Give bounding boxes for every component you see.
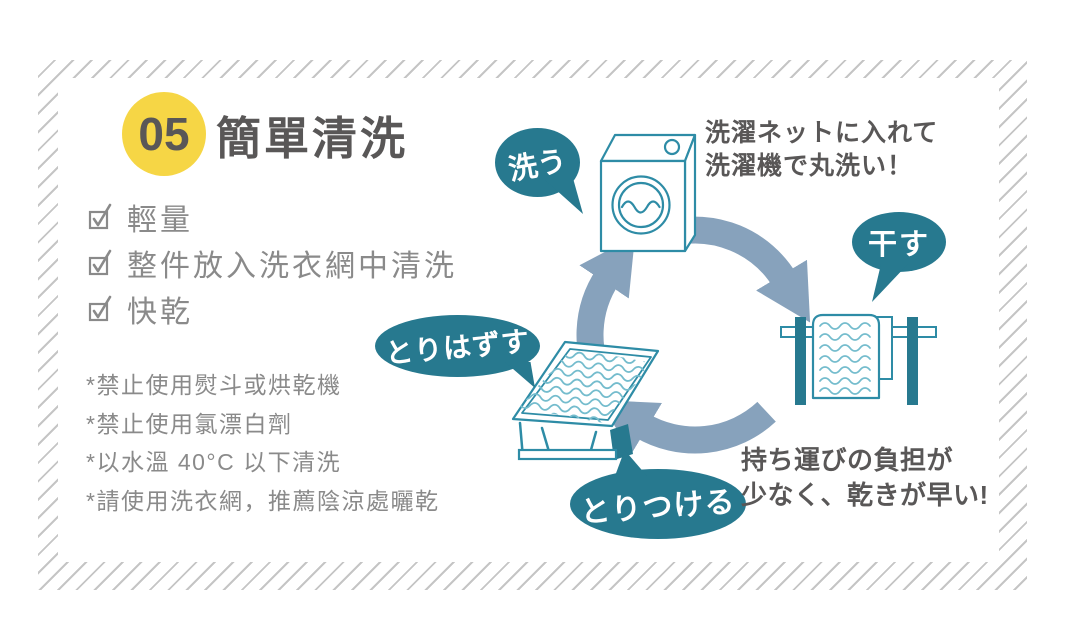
- feature-list: 輕量 整件放入洗衣網中清洗 快乾: [88, 199, 457, 337]
- step-number: 05: [138, 108, 190, 160]
- note-line: *禁止使用氯漂白劑: [86, 410, 293, 437]
- note-line: *請使用洗衣網，推薦陰涼處曬乾: [86, 487, 440, 514]
- caption-wash-line2: 洗濯機で丸洗い！: [705, 152, 914, 180]
- bubble-label: 干す: [867, 229, 930, 261]
- feature-item: 整件放入洗衣網中清洗: [88, 245, 457, 283]
- checkbox-checked-icon: [88, 203, 112, 230]
- feature-item: 快乾: [88, 291, 457, 329]
- bubble-label: とりつける: [579, 485, 737, 530]
- mattress-pad-icon: [511, 340, 660, 461]
- caption-dry-line2: 少なく、乾きが早い!: [741, 480, 989, 510]
- washing-machine-icon: [599, 133, 697, 253]
- care-notes: *禁止使用熨斗或烘乾機 *禁止使用氯漂白劑 *以水溫 40°C 以下清洗 *請使…: [86, 366, 439, 520]
- caption-wash: 洗濯ネットに入れて 洗濯機で丸洗い！: [705, 117, 938, 183]
- checkbox-checked-icon: [88, 295, 112, 322]
- feature-label: 快乾: [127, 295, 193, 329]
- feature-label: 整件放入洗衣網中清洗: [127, 249, 457, 283]
- page-title: 簡單清洗: [216, 113, 409, 164]
- note-line: *禁止使用熨斗或烘乾機: [86, 372, 342, 398]
- drying-rack-icon: [780, 313, 937, 405]
- speech-bubble-dry: 干す: [852, 212, 946, 272]
- caption-wash-line1: 洗濯ネットに入れて: [705, 119, 939, 147]
- feature-item: 輕量: [88, 199, 457, 237]
- checkbox-checked-icon: [88, 249, 112, 276]
- caption-dry: 持ち運びの負担が 少なく、乾きが早い!: [741, 443, 989, 513]
- speech-bubble-attach: とりつける: [570, 469, 746, 539]
- feature-label: 輕量: [127, 203, 193, 237]
- caption-dry-line1: 持ち運びの負担が: [741, 445, 954, 475]
- step-number-badge: 05: [122, 92, 206, 176]
- note-line: *以水溫 40°C 以下清洗: [86, 449, 342, 475]
